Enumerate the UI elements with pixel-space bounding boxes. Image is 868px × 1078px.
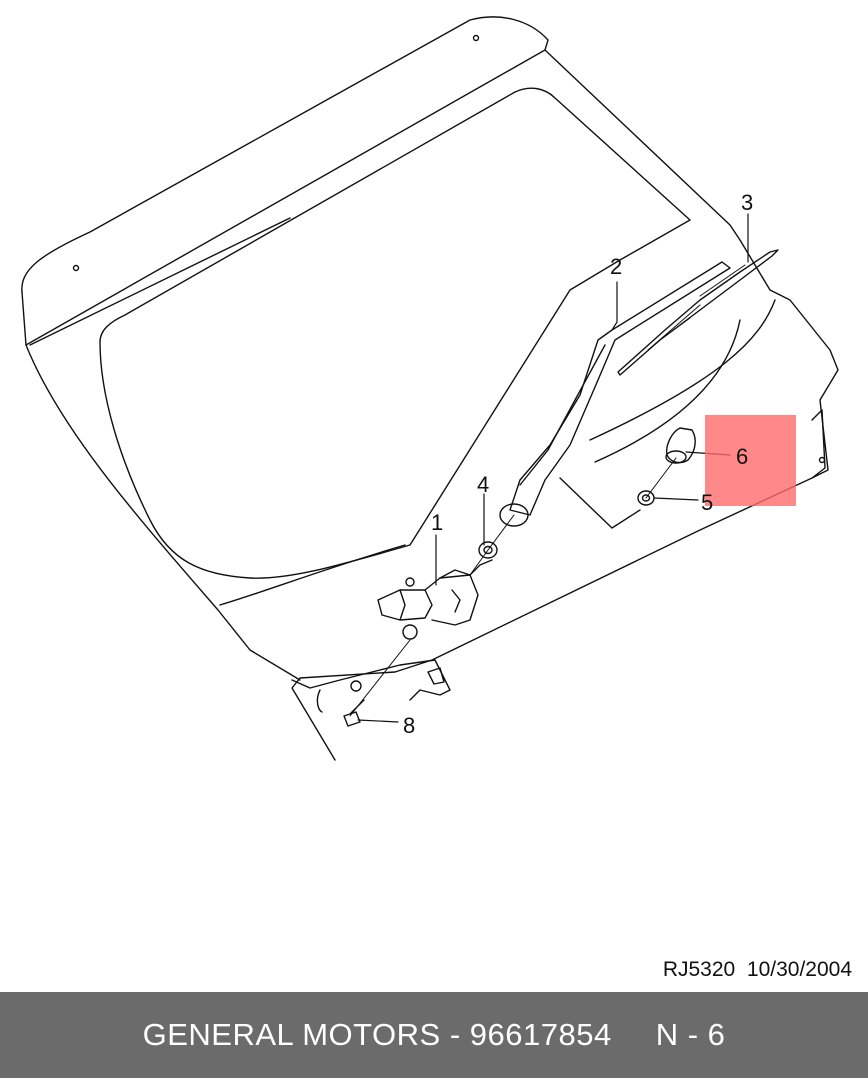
cap-part-6: [665, 427, 696, 464]
leader-line-2: [611, 281, 618, 331]
wiper-pivot-cap: [499, 503, 529, 527]
footer-bar: GENERAL MOTORS - 96617854 N - 6: [0, 992, 868, 1078]
assembly-axis-2: [349, 639, 411, 717]
nut-part-5-inner: [641, 494, 651, 502]
mounting-bracket-lower: [316, 689, 323, 713]
leader-line-8: [357, 719, 399, 723]
nut-part-4: [478, 541, 498, 559]
wiper-blade: [617, 249, 779, 376]
window-reflection-line: [29, 217, 291, 346]
bolt-part-8: [343, 699, 365, 727]
leader-line-5: [653, 497, 699, 501]
callout-3: 3: [741, 190, 754, 215]
body-bolt-dot-2: [72, 264, 80, 272]
body-crease-2: [594, 319, 741, 463]
assembly-axis-1: [469, 514, 515, 576]
wiper-arm: [509, 261, 731, 516]
body-bolt-dot-3: [818, 456, 826, 464]
cap-part-6-rim: [665, 450, 687, 464]
body-crease-3: [559, 477, 641, 529]
bracket-slot: [427, 667, 445, 685]
body-bolt-dot-1: [472, 34, 480, 42]
callout-1: 1: [431, 510, 444, 535]
nut-part-4-inner: [483, 545, 493, 555]
callout-8: 8: [403, 713, 416, 738]
wiper-blade-rubber: [647, 264, 746, 351]
liftgate-outline: [21, 16, 839, 761]
liftgate-left-edge: [21, 291, 301, 681]
rear-window-glass: [99, 87, 691, 579]
wiper-motor: [377, 559, 493, 640]
footer-position: N - 6: [655, 1017, 726, 1052]
diagram-date: 10/30/2004: [746, 958, 852, 981]
bracket-hole: [350, 680, 362, 692]
callout-5: 5: [701, 490, 714, 515]
body-side-detail: [811, 409, 826, 479]
callout-2: 2: [610, 254, 623, 279]
highlight-box: [705, 415, 796, 506]
callout-6: 6: [736, 444, 749, 469]
liftgate-top-inner-edge: [25, 49, 546, 346]
window-lower-line: [219, 544, 406, 606]
diagram-reference: RJ5320 10/30/2004: [663, 958, 852, 982]
diagram-ref-code: RJ5320: [662, 958, 736, 981]
mounting-bracket: [291, 659, 451, 701]
body-crease-1: [589, 299, 776, 441]
tailgate-wiper-diagram: [21, 16, 839, 761]
callout-4: 4: [477, 472, 490, 497]
footer-part-number: GENERAL MOTORS - 96617854: [142, 1017, 612, 1052]
wiper-arm-inner: [519, 344, 606, 486]
assembly-axis-3: [645, 457, 677, 499]
